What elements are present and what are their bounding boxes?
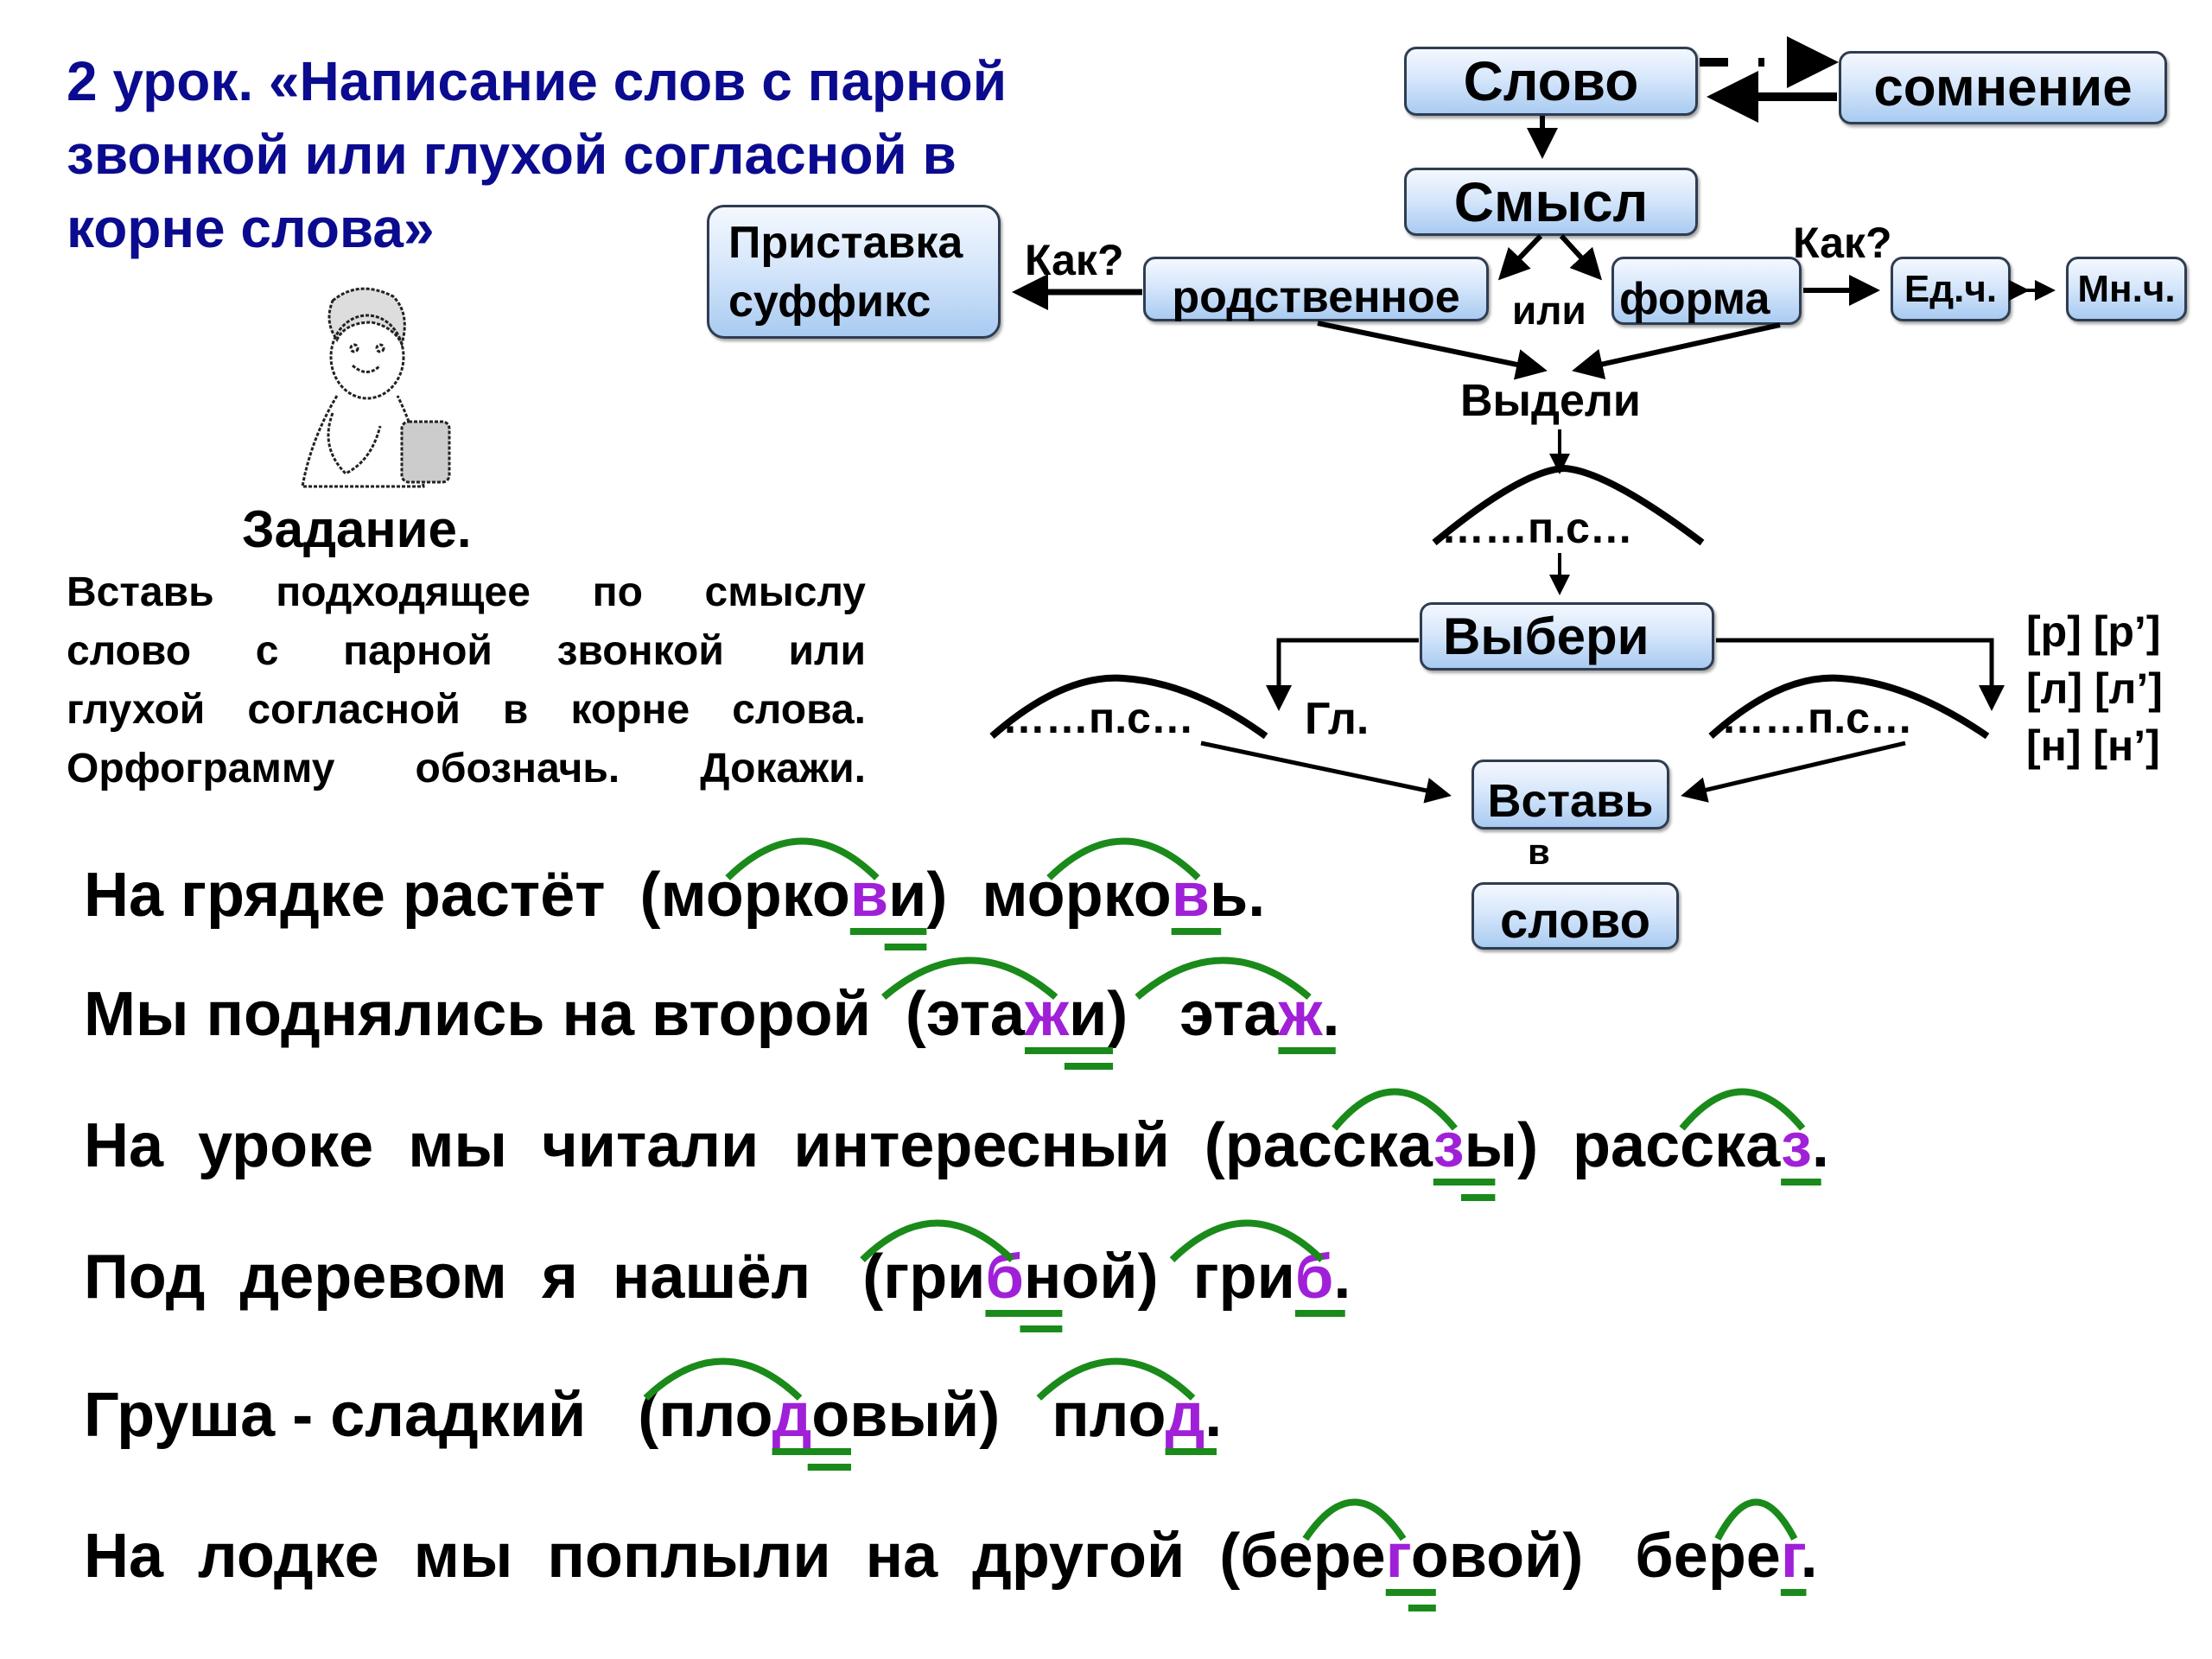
box-vstav-label: Вставь bbox=[1487, 774, 1654, 827]
box-suffiks-label: суффикс bbox=[728, 276, 931, 327]
label-glasnaya: Гл. bbox=[1305, 694, 1370, 744]
box-edinstvennoe: Ед.ч. bbox=[1891, 257, 2011, 321]
box-smysl-label: Смысл bbox=[1453, 170, 1649, 233]
box-ed-label: Ед.ч. bbox=[1904, 267, 1998, 310]
orthogram-letter: г bbox=[1385, 1522, 1411, 1591]
arrow-smysl-rodstvennoe bbox=[1497, 233, 1543, 281]
orthogram-letter: г bbox=[1780, 1522, 1801, 1591]
task-heading: Задание. bbox=[242, 500, 472, 558]
task-line: Орфограмму обозначь. Докажи. bbox=[67, 746, 866, 791]
task-line: Вставь подходящее по смыслу bbox=[67, 569, 866, 615]
box-forma: форма bbox=[1611, 257, 1802, 325]
exercise-sentence: Мы поднялись на второй (этажи) этаж. bbox=[84, 979, 1339, 1050]
sonorant-sounds: [р] [р’] [л] [л’] [н] [н’] bbox=[2026, 603, 2163, 774]
vowel-underline bbox=[884, 944, 927, 950]
exercise-sentence: На лодке мы поплыли на другой (береговой… bbox=[84, 1521, 1818, 1592]
orthogram-letter: б bbox=[985, 1243, 1024, 1312]
box-mnozhestvennoe: Мн.ч. bbox=[2066, 257, 2187, 321]
sentence-text: ной) гри bbox=[1023, 1243, 1295, 1312]
label-kak-right: Как? bbox=[1793, 219, 1892, 267]
vowel-underline bbox=[1020, 1325, 1063, 1332]
sentence-text: и) морко bbox=[888, 861, 1172, 930]
exercise-sentence: Груша - сладкий (плодовый) плод. bbox=[84, 1380, 1222, 1451]
sound-pair: [р] [р’] bbox=[2026, 607, 2161, 656]
task-line: глухой согласной в корне слова. bbox=[67, 687, 866, 733]
title-line: звонкой или глухой согласной в bbox=[67, 124, 957, 186]
orthogram-letter: з bbox=[1781, 1111, 1812, 1180]
orthogram-letter: з bbox=[1433, 1111, 1465, 1180]
vowel-underline bbox=[1064, 1063, 1114, 1070]
label-vydeli: Выдели bbox=[1460, 376, 1641, 426]
box-slovo-label: Слово bbox=[1463, 50, 1639, 112]
lesson-title: 2 урок. «Написание слов с парной звонкой… bbox=[67, 45, 1147, 265]
sentence-text: ы) расска bbox=[1464, 1111, 1782, 1180]
box-vyberi-label: Выбери bbox=[1443, 607, 1649, 665]
task-instructions: Вставь подходящее по смыслу слово с парн… bbox=[67, 563, 866, 798]
arrow-rodstvennoe-vydeli bbox=[1317, 321, 1548, 380]
sentence-text: На грядке растёт (морко bbox=[84, 861, 850, 930]
exercise-sentence: Под деревом я нашёл (грибной) гриб. bbox=[84, 1242, 1351, 1313]
box-slovo: Слово bbox=[1404, 47, 1698, 116]
box-slovo-insert: слово bbox=[1471, 882, 1679, 950]
orthogram-letter: ж bbox=[1278, 980, 1323, 1049]
sentence-text: Груша - сладкий (пло bbox=[84, 1381, 772, 1450]
sentence-text: Мы поднялись на второй (эта bbox=[84, 980, 1025, 1049]
box-vstav: Вставь bbox=[1471, 760, 1669, 830]
arrow-left-vstav bbox=[1200, 741, 1452, 804]
sentence-text: . bbox=[1322, 980, 1340, 1049]
orthogram-letter: в bbox=[849, 861, 889, 930]
sound-pair: [н] [н’] bbox=[2026, 721, 2160, 770]
orthogram-letter: д bbox=[1165, 1381, 1205, 1450]
orthogram-letter: д bbox=[772, 1381, 812, 1450]
sentence-text: . bbox=[1811, 1111, 1829, 1180]
label-ps-center: ……п.с… bbox=[1441, 504, 1633, 552]
box-rodstvennoe-label: родственное bbox=[1172, 271, 1460, 322]
arrow-forma-vydeli bbox=[1572, 322, 1781, 380]
label-v: в bbox=[1528, 831, 1550, 872]
label-kak-left: Как? bbox=[1025, 236, 1124, 284]
sentence-text: . bbox=[1333, 1243, 1351, 1312]
sentence-text: На лодке мы поплыли на другой (бере bbox=[84, 1522, 1386, 1591]
thinking-boy-illustration bbox=[301, 287, 451, 488]
box-pristavka-label: Приставка bbox=[728, 217, 963, 268]
label-ili: или bbox=[1512, 288, 1586, 333]
box-pristavka-suffiks: Приставка суффикс bbox=[707, 205, 1001, 339]
orthogram-letter: ж bbox=[1024, 980, 1070, 1049]
box-smysl: Смысл bbox=[1404, 168, 1698, 236]
box-forma-label: форма bbox=[1619, 273, 1770, 324]
box-somnenie-label: сомнение bbox=[1873, 58, 2133, 118]
title-line: корне слова» bbox=[67, 197, 435, 259]
vowel-underline bbox=[807, 1464, 851, 1471]
sound-pair: [л] [л’] bbox=[2026, 664, 2163, 713]
arrow-smysl-forma bbox=[1559, 233, 1603, 281]
sentence-text: . bbox=[1800, 1522, 1818, 1591]
box-somnenie: сомнение bbox=[1839, 51, 2167, 124]
exercise-sentence: На уроке мы читали интересный (рассказы)… bbox=[84, 1110, 1829, 1181]
sentence-text: и) эта bbox=[1069, 980, 1279, 1049]
label-ps-left: ……п.с… bbox=[1002, 694, 1194, 742]
box-vyberi: Выбери bbox=[1420, 602, 1714, 671]
arrow-right-vstav bbox=[1681, 741, 1906, 803]
vowel-underline bbox=[1408, 1605, 1436, 1611]
sentence-text: ь. bbox=[1209, 861, 1266, 930]
box-mn-label: Мн.ч. bbox=[2077, 267, 2176, 310]
box-slovo2-label: слово bbox=[1499, 892, 1651, 949]
orthogram-letter: б bbox=[1294, 1243, 1334, 1312]
sentence-text: На уроке мы читали интересный (расска bbox=[84, 1111, 1433, 1180]
task-line: слово с парной звонкой или bbox=[67, 628, 866, 674]
box-rodstvennoe: родственное bbox=[1143, 257, 1489, 322]
orthogram-letter: в bbox=[1171, 861, 1210, 930]
exercise-sentence: На грядке растёт (моркови) морковь. bbox=[84, 860, 1265, 931]
label-ps-right: ……п.с… bbox=[1721, 694, 1913, 742]
sentence-text: овый) пло bbox=[811, 1381, 1166, 1450]
sentence-text: овой) бере bbox=[1410, 1522, 1781, 1591]
title-line: 2 урок. «Написание слов с парной bbox=[67, 50, 1007, 112]
sentence-text: . bbox=[1205, 1381, 1223, 1450]
sentence-text: Под деревом я нашёл (гри bbox=[84, 1243, 986, 1312]
vowel-underline bbox=[1460, 1194, 1496, 1201]
